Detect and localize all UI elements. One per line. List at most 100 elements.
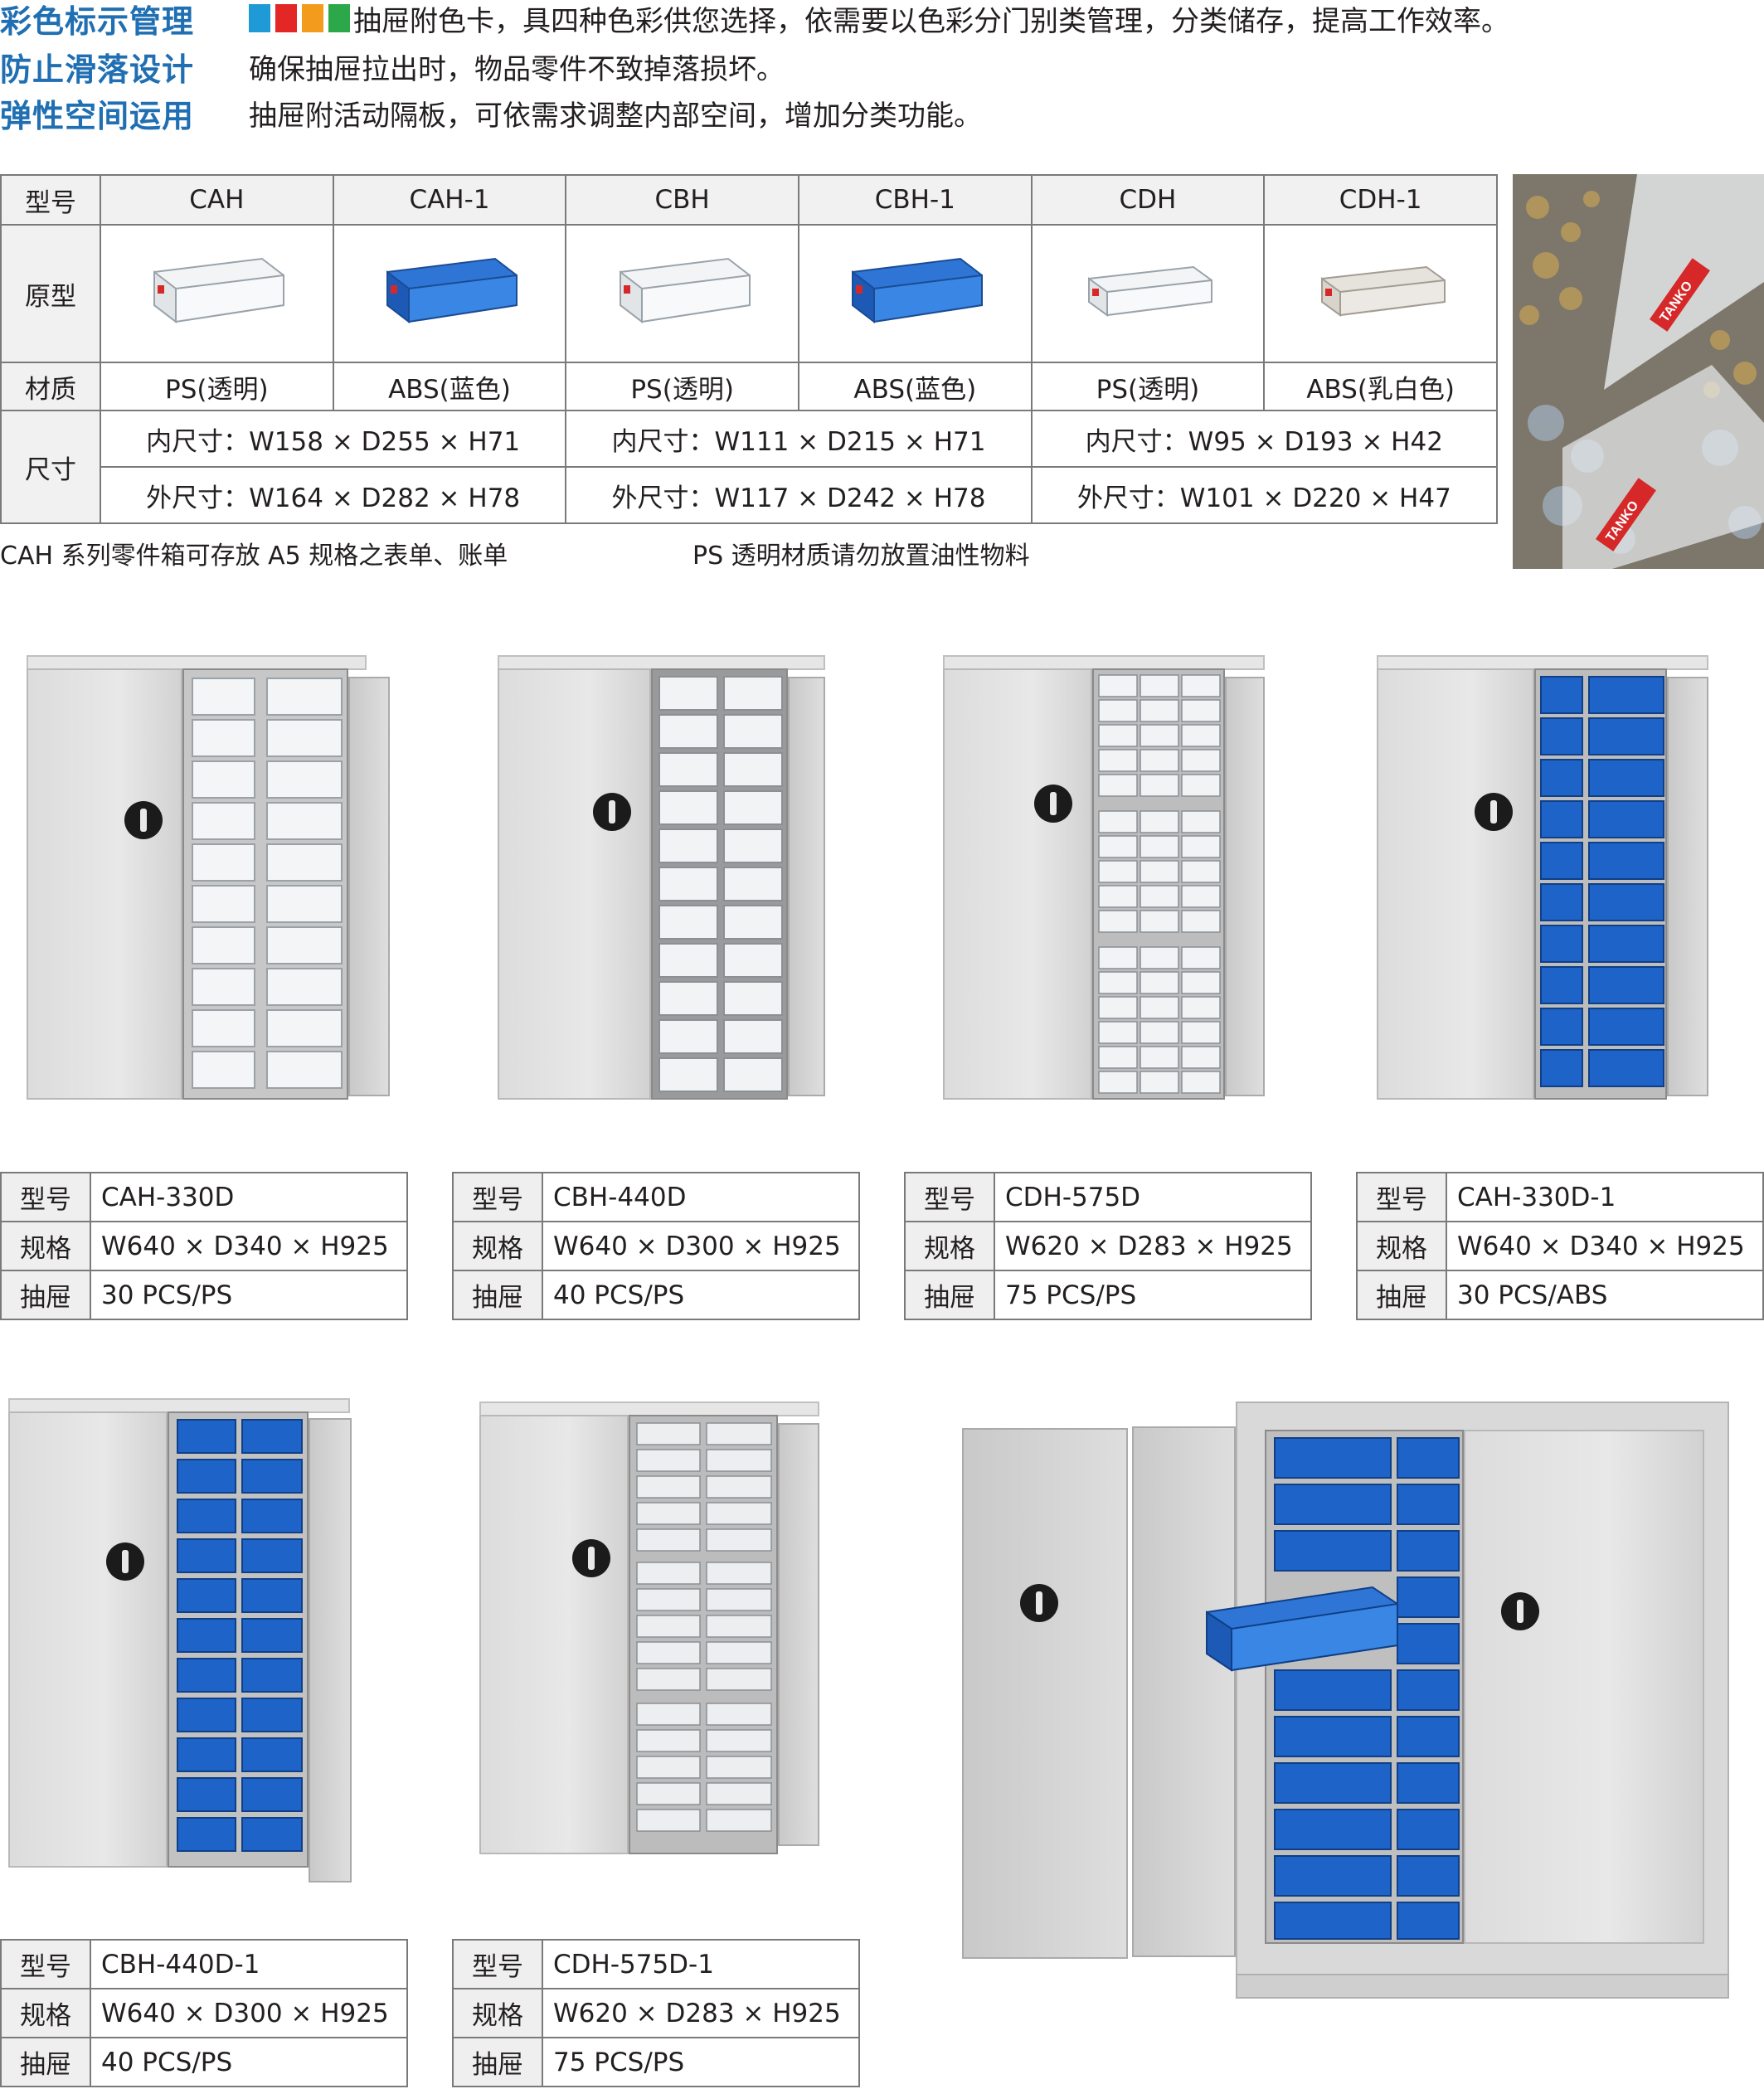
product-model: CDH-575D — [994, 1172, 1312, 1222]
info-label: 抽屉 — [1356, 1270, 1447, 1320]
drawer-grid — [636, 1422, 772, 1832]
bin-image-clear — [565, 224, 799, 363]
outer-size-cell: 外尺寸：W164 × D282 × H78 — [99, 466, 567, 524]
info-label: 抽屉 — [0, 2037, 91, 2087]
model-cell: CDH — [1030, 174, 1266, 226]
cabinet-interior — [651, 668, 788, 1100]
spec-row-inner-size: 尺寸 内尺寸：W158 × D255 × H71 内尺寸：W111 × D215… — [0, 410, 1499, 524]
product-drawer: 30 PCS/PS — [90, 1270, 408, 1320]
bin-image-blue — [797, 224, 1033, 363]
info-label: 抽屉 — [904, 1270, 995, 1320]
info-label: 型号 — [904, 1172, 995, 1222]
feature-desc: 抽屉附色卡，具四种色彩供您选择，依需要以色彩分门别类管理，分类储存，提高工作效率… — [353, 4, 1509, 38]
cabinet-door-left — [479, 1415, 629, 1854]
cabinet-image-cah-330d-1 — [1377, 647, 1750, 1111]
material-cell: PS(透明) — [1030, 362, 1266, 411]
product-spec: W640 × D300 × H925 — [542, 1221, 860, 1271]
cabinet-door-left — [498, 668, 651, 1100]
material-cell: ABS(蓝色) — [332, 362, 567, 411]
outer-size-cell: 外尺寸：W101 × D220 × H47 — [1030, 466, 1499, 524]
model-cell: CDH-1 — [1263, 174, 1498, 226]
spec-row-model: 型号 CAH CAH-1 CBH CBH-1 CDH CDH-1 — [0, 174, 1498, 226]
info-label: 型号 — [0, 1939, 91, 1989]
spec-row-outer-size: 外尺寸：W164 × D282 × H78 外尺寸：W117 × D242 × … — [1, 466, 1499, 524]
drawer-grid — [1274, 1437, 1460, 1940]
drawer-grid — [1098, 674, 1221, 1094]
cabinet-interior — [1265, 1430, 1464, 1944]
info-label: 抽屉 — [0, 1270, 91, 1320]
lock-knob-icon — [593, 793, 631, 831]
inner-size-cell: 内尺寸：W95 × D193 × H42 — [1030, 410, 1499, 468]
cabinet-image-large-open — [962, 1393, 1729, 2007]
product-model: CDH-575D-1 — [542, 1939, 860, 1989]
cabinet-door-right-open — [309, 1418, 352, 1883]
cabinet-interior — [629, 1415, 778, 1854]
model-cell: CAH-1 — [332, 174, 567, 226]
lock-knob-icon — [1020, 1584, 1058, 1622]
material-cell: ABS(蓝色) — [797, 362, 1033, 411]
cabinet-base — [1236, 1974, 1729, 1999]
info-label: 规格 — [0, 1221, 91, 1271]
product-spec: W620 × D283 × H925 — [542, 1988, 860, 2038]
cabinet-door-left — [943, 668, 1092, 1100]
feature-title: 彩色标示管理 — [0, 2, 195, 40]
product-drawer: 40 PCS/PS — [90, 2037, 408, 2087]
info-label: 规格 — [0, 1988, 91, 2038]
info-label: 规格 — [904, 1221, 995, 1271]
row-label: 型号 — [0, 174, 101, 226]
parts-photo: TANKO TANKO — [1513, 174, 1764, 569]
info-label: 规格 — [1356, 1221, 1447, 1271]
info-label: 抽屉 — [452, 1270, 543, 1320]
cabinet-image-cah-330d — [27, 647, 400, 1111]
product-spec: W640 × D340 × H925 — [90, 1221, 408, 1271]
drawer-grid — [192, 678, 343, 1089]
feature-desc: 确保抽屉拉出时，物品零件不致掉落损坏。 — [249, 52, 785, 86]
product-model: CAH-330D-1 — [1446, 1172, 1764, 1222]
cabinet-door-right-open — [1225, 677, 1265, 1096]
row-label: 尺寸 — [0, 410, 101, 524]
spec-row-prototype: 原型 — [0, 224, 1498, 363]
info-label: 抽屉 — [452, 2037, 543, 2087]
outer-size-cell: 外尺寸：W117 × D242 × H78 — [565, 466, 1033, 524]
drawer-grid — [177, 1419, 303, 1852]
product-model: CAH-330D — [90, 1172, 408, 1222]
feature-desc: 抽屉附活动隔板，可依需求调整内部空间，增加分类功能。 — [249, 99, 982, 133]
feature-row-antislip: 防止滑落设计 确保抽屉拉出时，物品零件不致掉落损坏。 — [0, 41, 785, 91]
drawer-grid — [658, 676, 783, 1092]
note-a5: CAH 系列零件箱可存放 A5 规格之表单、账单 — [0, 542, 508, 571]
info-label: 规格 — [452, 1988, 543, 2038]
cabinet-door-left-inner — [1132, 1426, 1236, 1957]
info-label: 型号 — [1356, 1172, 1447, 1222]
lock-knob-icon — [124, 801, 163, 839]
color-swatches — [249, 4, 350, 32]
model-cell: CBH — [565, 174, 799, 226]
cabinet-image-cdh-575d — [943, 647, 1283, 1111]
model-cell: CAH — [100, 174, 334, 226]
material-cell: PS(透明) — [565, 362, 799, 411]
spec-row-material: 材质 PS(透明) ABS(蓝色) PS(透明) ABS(蓝色) PS(透明) … — [0, 362, 1498, 411]
swatch-red — [275, 4, 297, 32]
cabinet-door-right — [1464, 1430, 1704, 1944]
cabinet-door-left — [27, 668, 182, 1100]
product-spec: W620 × D283 × H925 — [994, 1221, 1312, 1271]
cabinet-image-cdh-575d-1 — [479, 1393, 836, 1874]
cabinet-door-right-open — [1667, 677, 1708, 1096]
info-label: 型号 — [452, 1939, 543, 1989]
info-label: 规格 — [452, 1221, 543, 1271]
product-model: CBH-440D-1 — [90, 1939, 408, 1989]
swatch-blue — [249, 4, 270, 32]
note-oily: PS 透明材质请勿放置油性物料 — [692, 542, 1030, 571]
lock-knob-icon — [572, 1539, 610, 1577]
cabinet-door-right-open — [348, 677, 390, 1096]
lock-knob-icon — [1501, 1592, 1539, 1630]
row-label: 原型 — [0, 224, 101, 363]
cabinet-interior — [168, 1411, 309, 1868]
model-cell: CBH-1 — [797, 174, 1033, 226]
drawer-grid — [1540, 676, 1664, 1087]
product-spec: W640 × D340 × H925 — [1446, 1221, 1764, 1271]
info-label: 型号 — [452, 1172, 543, 1222]
